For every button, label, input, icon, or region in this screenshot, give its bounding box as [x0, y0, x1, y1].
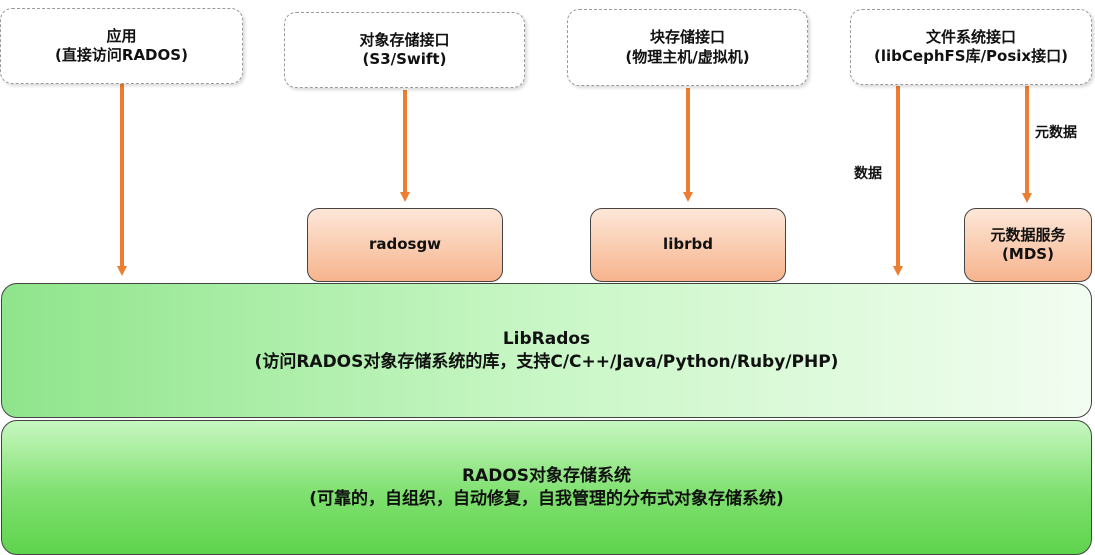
radosgw-label: radosgw	[368, 235, 442, 254]
object-storage-box: 对象存储接口 (S3/Swift)	[284, 12, 525, 88]
rados-subtitle: (可靠的，自组织，自动修复，自我管理的分布式对象存储系统)	[309, 488, 784, 509]
filesystem-box: 文件系统接口 (libCephFS库/Posix接口)	[850, 9, 1092, 85]
radosgw-box: radosgw	[307, 208, 503, 282]
app-box-subtitle: (直接访问RADOS)	[55, 46, 188, 64]
rados-layer: RADOS对象存储系统 (可靠的，自组织，自动修复，自我管理的分布式对象存储系统…	[1, 420, 1092, 555]
block-storage-box: 块存储接口 (物理主机/虚拟机)	[567, 9, 808, 86]
block-storage-subtitle: (物理主机/虚拟机)	[625, 47, 750, 66]
rados-title: RADOS对象存储系统	[461, 466, 632, 487]
app-box-title: 应用	[106, 26, 137, 45]
metadata-arrow-label: 元数据	[1035, 125, 1077, 141]
filesystem-subtitle: (libCephFS库/Posix接口)	[874, 47, 1068, 65]
object-storage-subtitle: (S3/Swift)	[362, 50, 447, 68]
block-storage-title: 块存储接口	[649, 28, 725, 46]
app-box: 应用 (直接访问RADOS)	[0, 8, 243, 84]
object-storage-title: 对象存储接口	[359, 30, 450, 49]
mds-box: 元数据服务 (MDS)	[964, 208, 1092, 282]
mds-title: 元数据服务	[990, 225, 1066, 244]
librados-subtitle: (访问RADOS对象存储系统的库，支持C/C++/Java/Python/Rub…	[254, 351, 839, 372]
mds-subtitle: (MDS)	[1002, 245, 1054, 263]
librbd-box: librbd	[590, 208, 786, 282]
librados-title: LibRados	[502, 329, 591, 350]
librados-layer: LibRados (访问RADOS对象存储系统的库，支持C/C++/Java/P…	[1, 283, 1092, 418]
arrows-layer	[117, 84, 1032, 276]
filesystem-title: 文件系统接口	[925, 27, 1016, 46]
librbd-label: librbd	[663, 235, 713, 254]
data-arrow-label: 数据	[854, 166, 882, 182]
